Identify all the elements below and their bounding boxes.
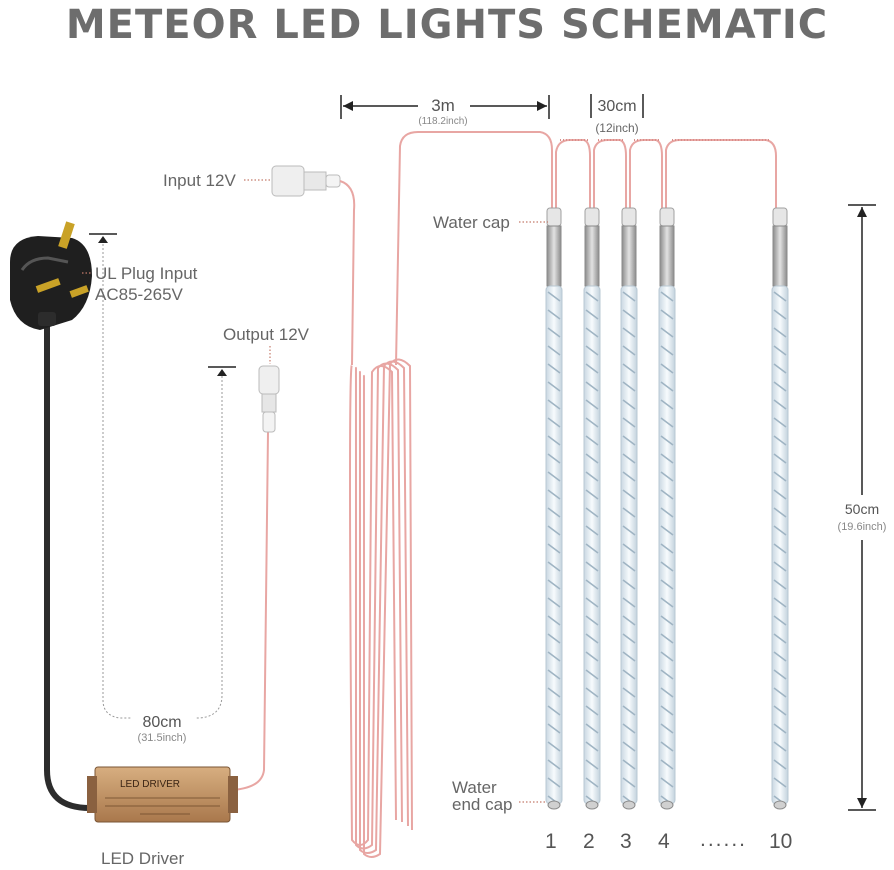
plug-cable-dimension (102, 240, 223, 719)
cable-coil (339, 131, 553, 858)
driver-box-text: LED DRIVER (120, 779, 180, 790)
plug-cable-label: 80cm (142, 714, 181, 731)
tube-length-dimension (848, 204, 876, 811)
ul-plug-voltage-label: AC85-265V (95, 285, 183, 304)
output-12v-label: Output 12V (223, 325, 310, 344)
tube-number-4: 4 (658, 830, 670, 853)
tube-number-2: 2 (583, 830, 595, 853)
led-tube (771, 207, 789, 810)
ul-plug-icon (10, 221, 92, 330)
led-driver-label: LED Driver (101, 849, 185, 868)
led-tube (583, 207, 601, 810)
output-wire (231, 431, 269, 791)
tube-ellipsis: ...... (700, 828, 748, 851)
cable-length-dimension (340, 95, 550, 119)
led-tube (658, 207, 676, 810)
cable-length-label: 3m (431, 96, 455, 115)
tube-spacing-inch-label: (12inch) (595, 121, 638, 135)
water-cap-label: Water cap (433, 213, 510, 232)
led-tube (545, 207, 563, 810)
plug-cable-dimension-ticks (89, 233, 236, 376)
tube-number-1: 1 (545, 830, 557, 853)
led-tube (620, 207, 638, 810)
tube-number-10: 10 (769, 830, 793, 853)
leader-lines (82, 179, 548, 803)
water-end-cap-label-1: Water (452, 778, 497, 797)
tube-spacing-label: 30cm (597, 98, 636, 115)
input-12v-label: Input 12V (163, 171, 236, 190)
cable-length-inch-label: (118.2inch) (418, 116, 467, 127)
output-connector-icon (258, 365, 280, 433)
tube-number-3: 3 (620, 830, 632, 853)
power-cable (44, 315, 99, 811)
tube-spacing-dimension (590, 94, 644, 118)
led-driver-box (87, 766, 238, 823)
page-title: METEOR LED LIGHTS SCHEMATIC (65, 2, 829, 48)
ul-plug-label: UL Plug Input (95, 264, 198, 283)
led-tubes (545, 207, 789, 810)
plug-cable-inch-label: (31.5inch) (138, 732, 187, 744)
tube-connecting-wires (555, 139, 777, 210)
input-connector-icon (271, 165, 341, 197)
tube-length-label: 50cm (845, 501, 879, 517)
tube-length-inch-label: (19.6inch) (838, 521, 887, 533)
water-end-cap-label-2: end cap (452, 795, 513, 814)
